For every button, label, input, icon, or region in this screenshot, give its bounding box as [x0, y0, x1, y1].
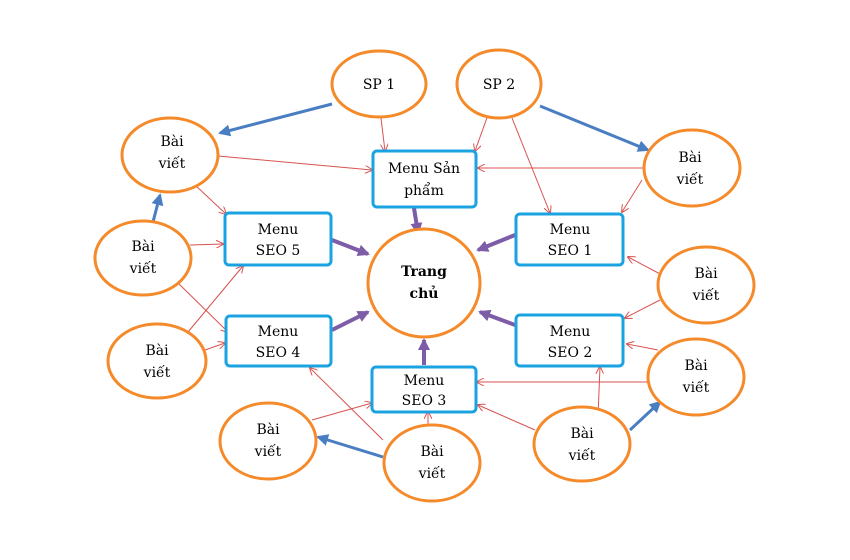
edge-baiviet-bottom-left-to-menu-seo-3	[311, 403, 372, 421]
baiviet-right-mid-label-2: viết	[692, 287, 720, 304]
edge-menu-seo-2-to-trang-chu	[478, 309, 516, 327]
menu-seo-3-label-2: SEO 3	[402, 393, 447, 409]
trang-chu-label-1: Trang	[401, 264, 447, 280]
sp1-circle	[330, 49, 428, 119]
edge-sp2-to-menu-san-pham	[475, 114, 489, 151]
circle-nodes	[93, 48, 756, 503]
menu-san-pham-box	[371, 149, 478, 209]
sp2-label: SP 2	[483, 77, 515, 93]
baiviet-bottom-right-label-1: Bài	[570, 425, 594, 442]
edge-baiviet-left-low-to-menu-seo-5	[187, 266, 243, 333]
baiviet-bottom-center-label-1: Bài	[420, 443, 444, 460]
edge-baiviet-right-mid-to-menu-seo-2	[625, 299, 661, 318]
baiviet-bottom-center-label-2: viết	[418, 465, 446, 482]
menu-seo-1-label-2: SEO 1	[548, 243, 593, 259]
edge-baiviet-left-top-to-menu-san-pham	[217, 155, 372, 170]
sp2-circle	[455, 48, 543, 120]
baiviet-left-low-label-2: viết	[143, 364, 171, 381]
menu-seo-4-box	[224, 314, 333, 368]
edge-baiviet-left-mid-to-baiviet-left-top	[151, 193, 164, 223]
menu-seo-1-box	[514, 212, 625, 267]
baiviet-left-mid-label-2: viết	[129, 260, 157, 277]
baiviet-right-low-circle	[646, 337, 746, 417]
menu-seo-5-box	[223, 211, 333, 267]
edge-baiviet-right-low-to-menu-seo-2	[627, 344, 659, 351]
baiviet-right-low-label-2: viết	[682, 379, 710, 396]
baiviet-bottom-right-label-2: viết	[568, 447, 596, 464]
trang-chu-circle	[366, 227, 482, 339]
menu-seo-5-label-1: Menu	[258, 222, 299, 238]
menu-seo-2-box	[514, 313, 625, 368]
node-labels: Trang chủ Menu Sản phẩm Menu SEO 5 Menu …	[129, 77, 720, 482]
edge-menu-seo-4-to-trang-chu	[331, 310, 370, 332]
trang-chu-label-2: chủ	[410, 285, 439, 302]
menu-seo-3-label-1: Menu	[404, 373, 445, 389]
baiviet-left-low-circle	[106, 322, 208, 400]
edge-menu-seo-1-to-trang-chu	[476, 233, 516, 252]
edge-baiviet-bottom-right-to-menu-seo-3	[478, 405, 536, 431]
baiviet-right-mid-circle	[656, 245, 756, 325]
menu-seo-4-label-2: SEO 4	[256, 345, 301, 361]
edge-baiviet-left-mid-to-menu-seo-4	[177, 282, 228, 332]
edge-baiviet-bottom-right-to-baiviet-right-low	[628, 400, 662, 432]
sp1-label: SP 1	[363, 77, 395, 93]
edge-baiviet-right-top-to-menu-seo-1	[622, 179, 643, 212]
menu-boxes	[223, 149, 625, 414]
thick-blue-arrows	[151, 102, 662, 459]
baiviet-left-top-circle	[120, 116, 220, 194]
baiviet-left-mid-label-1: Bài	[131, 238, 155, 255]
baiviet-bottom-center-circle	[382, 423, 482, 503]
thick-purple-arrows	[331, 207, 516, 365]
menu-seo-2-label-1: Menu	[550, 324, 591, 340]
menu-seo-2-label-2: SEO 2	[548, 345, 593, 361]
baiviet-bottom-left-label-2: viết	[254, 443, 282, 460]
thin-link-arrows	[177, 109, 663, 441]
menu-seo-1-label-1: Menu	[550, 222, 591, 238]
baiviet-right-top-label-2: viết	[676, 171, 704, 188]
baiviet-left-mid-circle	[93, 219, 193, 297]
menu-seo-5-label-2: SEO 5	[256, 243, 301, 259]
baiviet-right-low-label-1: Bài	[684, 357, 708, 374]
baiviet-left-top-label-2: viết	[158, 155, 186, 172]
edge-sp2-to-baiviet-right-top	[539, 104, 650, 152]
baiviet-left-top-label-1: Bài	[160, 133, 184, 150]
baiviet-right-top-label-1: Bài	[678, 149, 702, 166]
edge-baiviet-right-mid-to-menu-seo-1	[628, 257, 663, 276]
edge-baiviet-left-low-to-menu-seo-4	[204, 343, 225, 351]
edge-menu-seo-5-to-trang-chu	[331, 238, 370, 256]
baiviet-bottom-left-circle	[218, 401, 318, 481]
edge-baiviet-bottom-center-to-menu-seo-4	[310, 368, 384, 441]
edge-sp2-to-menu-seo-1	[511, 117, 550, 213]
baiviet-right-mid-label-1: Bài	[694, 265, 718, 282]
edge-baiviet-left-top-to-menu-seo-5	[194, 184, 226, 214]
menu-seo-4-label-1: Menu	[258, 324, 299, 340]
menu-seo-3-box	[370, 365, 478, 414]
baiviet-left-low-label-1: Bài	[145, 342, 169, 359]
edge-baiviet-bottom-center-to-baiviet-bottom-left	[316, 434, 384, 459]
menu-san-pham-label-2: phẩm	[404, 181, 444, 199]
edge-sp1-to-baiviet-left-top	[218, 102, 333, 137]
baiviet-right-top-circle	[642, 128, 742, 208]
baiviet-bottom-right-circle	[532, 405, 632, 483]
menu-san-pham-label-1: Menu Sản	[388, 160, 460, 177]
baiviet-bottom-left-label-1: Bài	[256, 421, 280, 438]
edge-baiviet-left-mid-to-menu-seo-5	[189, 244, 223, 245]
